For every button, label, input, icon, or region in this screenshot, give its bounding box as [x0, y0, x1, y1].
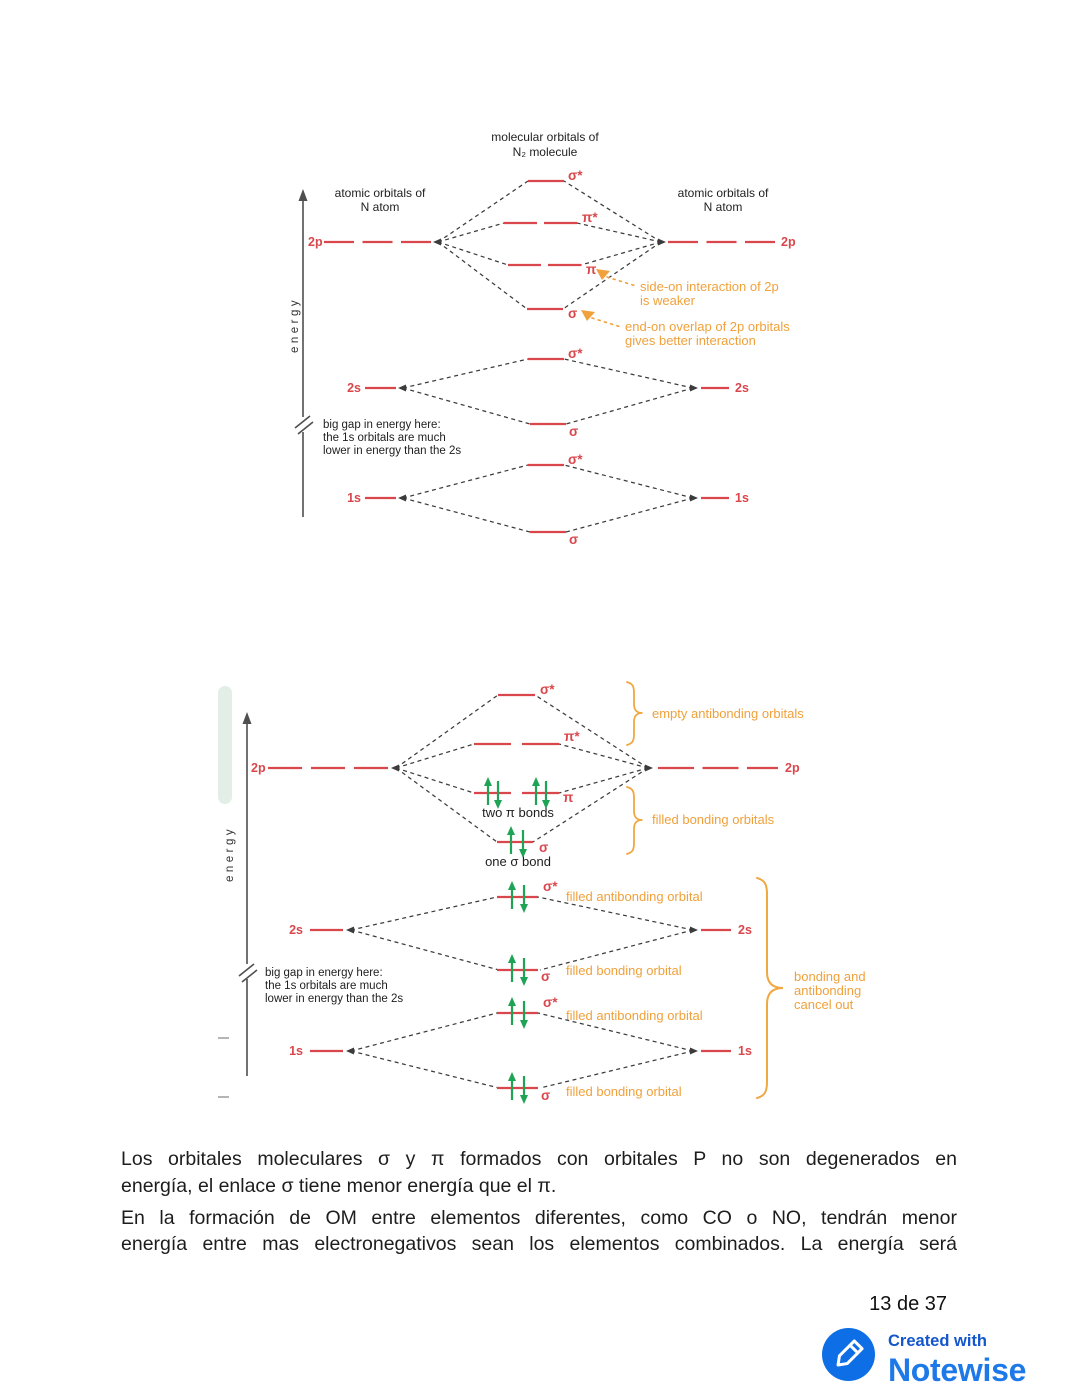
- mo-diagram-n2-filled: energy 2p 2p σ* π*: [218, 681, 866, 1104]
- level-label-2p-right: 2p: [785, 761, 800, 775]
- sigma-2s-label: σ: [541, 969, 550, 984]
- energy-axis-label: energy: [289, 297, 301, 353]
- big-gap-line1: big gap in energy here:: [265, 967, 383, 979]
- sigma-star-2p-label: σ*: [568, 168, 583, 183]
- electron-arrows-pi: [484, 777, 550, 809]
- paragraph-2: En la formación de OM entre elementos di…: [121, 1205, 957, 1257]
- cancel-out-line2: antibonding: [794, 983, 861, 998]
- left-atom-header-line2: N atom: [361, 200, 400, 214]
- sub-diagram-2s: σ* 2s 2s σ: [347, 346, 749, 439]
- level-label-2p-right: 2p: [781, 235, 796, 249]
- diagram1-title-line2: N₂ molecule: [513, 145, 578, 159]
- energy-axis: energy: [289, 189, 314, 517]
- paragraph-1: Los orbitales moleculares σ y π formados…: [121, 1146, 957, 1200]
- brace-filled-bonding: filled bonding orbitals: [626, 786, 775, 855]
- sigma-star-1s-label: σ*: [568, 452, 583, 467]
- two-pi-bonds-label: two π bonds: [482, 805, 554, 820]
- body-line-1: Los orbitales moleculares σ y π formados…: [121, 1148, 957, 1170]
- filled-antibonding-1s-label: filled antibonding orbital: [566, 1008, 703, 1023]
- sub-diagram-1s: σ* 1s 1s σ: [347, 452, 749, 547]
- sigma-2p-label: σ: [568, 306, 577, 321]
- connector-lines-2p: [395, 694, 649, 843]
- diagram1-title-line1: molecular orbitals of: [491, 130, 599, 144]
- level-label-1s-right: 1s: [738, 1044, 752, 1058]
- empty-antibonding-label: empty antibonding orbitals: [652, 706, 804, 721]
- big-gap-line1: big gap in energy here:: [323, 419, 441, 431]
- energy-axis-label: energy: [224, 826, 236, 882]
- level-label-1s-right: 1s: [735, 491, 749, 505]
- sub-diagram-1s: σ* filled antibonding orbital 1s 1s σ fi…: [289, 995, 752, 1104]
- brand-name: Notewise: [888, 1351, 1027, 1388]
- filled-bonding-2s-label: filled bonding orbital: [566, 963, 682, 978]
- level-label-1s-left: 1s: [347, 491, 361, 505]
- annotation-end-on: end-on overlap of 2p orbitals gives bett…: [581, 310, 790, 348]
- sigma-star-2p-label: σ*: [540, 682, 555, 697]
- sigma-star-2s-label: σ*: [543, 879, 558, 894]
- big-gap-note: big gap in energy here: the 1s orbitals …: [323, 419, 461, 457]
- brace-empty-antibonding: empty antibonding orbitals: [626, 681, 804, 746]
- sub-diagram-2s: σ* filled antibonding orbital 2s 2s σ fi…: [289, 879, 752, 986]
- level-label-2s-left: 2s: [289, 923, 303, 937]
- mo-diagram-n2: molecular orbitals of N₂ molecule atomic…: [289, 130, 796, 547]
- pi-2p-label: π: [586, 262, 596, 277]
- left-atom-header-line1: atomic orbitals of: [335, 186, 426, 200]
- level-label-2s-right: 2s: [738, 923, 752, 937]
- filled-bonding-label: filled bonding orbitals: [652, 812, 775, 827]
- sigma-2p-label: σ: [539, 840, 548, 855]
- highlighter-stroke: [218, 686, 232, 804]
- page-indicator: 13 de 37: [869, 1293, 947, 1315]
- big-gap-line2: the 1s orbitals are much: [323, 432, 446, 444]
- cancel-out-line3: cancel out: [794, 997, 854, 1012]
- sigma-2s-label: σ: [569, 424, 578, 439]
- electron-arrows-sigma: [507, 826, 527, 858]
- annotation-side-on: side-on interaction of 2p is weaker: [596, 269, 779, 308]
- big-gap-line2: the 1s orbitals are much: [265, 980, 388, 992]
- end-on-text-line2: gives better interaction: [625, 333, 756, 348]
- sigma-star-1s-label: σ*: [543, 995, 558, 1010]
- right-atom-header-line2: N atom: [704, 200, 743, 214]
- body-text: Los orbitales moleculares σ y π formados…: [121, 1146, 957, 1257]
- atomic-level-2p: 2p 2p: [251, 761, 800, 775]
- sigma-1s-label: σ: [541, 1088, 550, 1103]
- filled-antibonding-2s-label: filled antibonding orbital: [566, 889, 703, 904]
- body-line-4: energía entre mas electronegativos sean …: [121, 1233, 957, 1255]
- body-line-3: En la formación de OM entre elementos di…: [121, 1207, 957, 1229]
- big-gap-note: big gap in energy here: the 1s orbitals …: [265, 967, 403, 1005]
- logo-text-block: Created with Notewise: [888, 1328, 1026, 1386]
- pi-2p-label: π: [563, 790, 573, 805]
- connector-lines-2p: [437, 180, 662, 310]
- pi-star-2p-label: π*: [564, 729, 580, 744]
- body-line-2: energía, el enlace σ tiene menor energía…: [121, 1175, 557, 1197]
- end-on-text-line1: end-on overlap of 2p orbitals: [625, 319, 790, 334]
- atomic-level-2p: 2p 2p: [308, 235, 796, 249]
- side-on-text-line2: is weaker: [640, 293, 696, 308]
- cancel-out-line1: bonding and: [794, 969, 866, 984]
- notewise-logo[interactable]: Created with Notewise: [822, 1328, 1026, 1386]
- pencil-icon: [822, 1328, 875, 1381]
- level-label-2s-right: 2s: [735, 381, 749, 395]
- sigma-star-2s-label: σ*: [568, 346, 583, 361]
- level-label-1s-left: 1s: [289, 1044, 303, 1058]
- filled-bonding-1s-label: filled bonding orbital: [566, 1084, 682, 1099]
- energy-axis: energy: [224, 712, 258, 1076]
- level-label-2s-left: 2s: [347, 381, 361, 395]
- side-on-text-line1: side-on interaction of 2p: [640, 279, 779, 294]
- level-label-2p-left: 2p: [308, 235, 323, 249]
- big-gap-line3: lower in energy than the 2s: [323, 445, 461, 457]
- one-sigma-bond-label: one σ bond: [485, 854, 551, 869]
- big-gap-line3: lower in energy than the 2s: [265, 993, 403, 1005]
- sigma-1s-label: σ: [569, 532, 578, 547]
- created-with-label: Created with: [888, 1332, 988, 1350]
- mo-levels-2p: σ* π* π σ: [504, 168, 598, 321]
- mo-levels-2p: σ* π* π σ: [474, 682, 580, 855]
- brace-cancel-out: bonding and antibonding cancel out: [756, 877, 866, 1099]
- pi-star-2p-label: π*: [582, 210, 598, 225]
- right-atom-header-line1: atomic orbitals of: [678, 186, 769, 200]
- level-label-2p-left: 2p: [251, 761, 266, 775]
